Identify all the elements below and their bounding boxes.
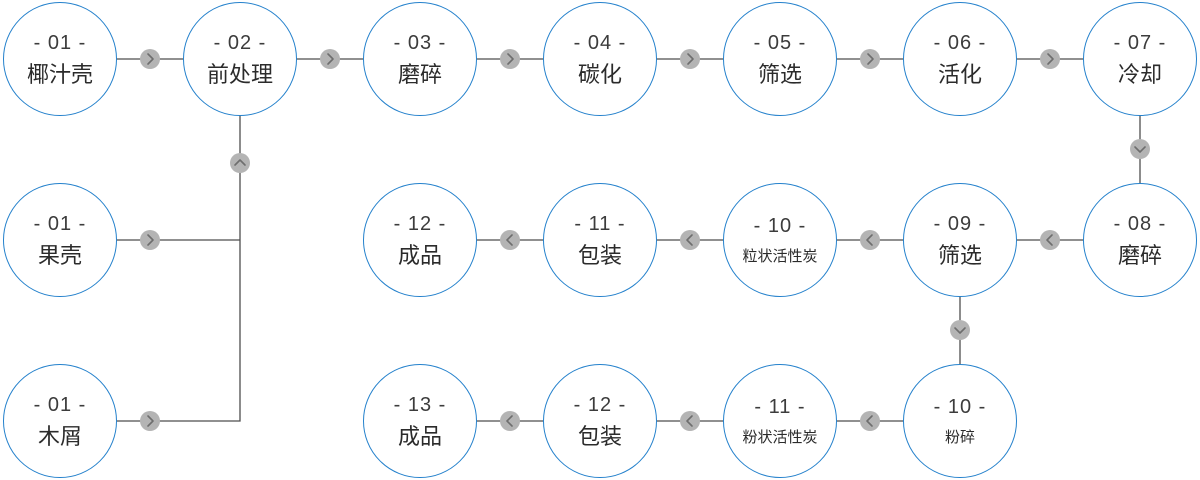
node-label: 活化 xyxy=(937,61,982,87)
node-label: 碳化 xyxy=(577,61,622,87)
node-label: 成品 xyxy=(397,423,442,449)
node-number: - 13 - xyxy=(393,393,447,416)
chevron-04-05-icon xyxy=(680,49,700,69)
node-label: 成品 xyxy=(397,242,442,268)
node-number: - 10 - xyxy=(933,396,987,418)
node-number: - 11 - xyxy=(574,212,626,235)
node-椰汁壳[interactable]: - 01 - 椰汁壳 xyxy=(3,2,117,116)
node-label: 磨碎 xyxy=(397,61,442,87)
node-number: - 11 - xyxy=(754,396,806,418)
chevron-03-04-icon xyxy=(500,49,520,69)
node-碳化[interactable]: - 04 - 碳化 xyxy=(543,2,657,116)
node-label: 包装 xyxy=(577,242,622,268)
chevron-10-11gran-icon xyxy=(680,230,700,250)
node-number: - 12 - xyxy=(573,393,627,416)
chevron-11-12gran-icon xyxy=(500,230,520,250)
node-label: 磨碎 xyxy=(1117,242,1162,268)
node-筛选[interactable]: - 05 - 筛选 xyxy=(723,2,837,116)
chevron-09-10pow-icon xyxy=(950,320,970,340)
node-筛选[interactable]: - 09 - 筛选 xyxy=(903,183,1017,297)
node-number: - 01 - xyxy=(33,31,87,54)
node-label: 粉状活性炭 xyxy=(742,429,818,446)
node-果壳[interactable]: - 01 - 果壳 xyxy=(3,183,117,297)
node-成品[interactable]: - 13 - 成品 xyxy=(363,364,477,478)
node-label: 筛选 xyxy=(937,242,982,268)
node-number: - 03 - xyxy=(393,31,447,54)
node-粉碎[interactable]: - 10 - 粉碎 xyxy=(903,364,1017,478)
node-label: 筛选 xyxy=(757,61,802,87)
node-label: 果壳 xyxy=(37,242,82,268)
node-number: - 04 - xyxy=(573,31,627,54)
chevron-10-11pow-icon xyxy=(860,411,880,431)
node-前处理[interactable]: - 02 - 前处理 xyxy=(183,2,297,116)
chevron-09-10gran-icon xyxy=(860,230,880,250)
node-label: 前处理 xyxy=(206,61,273,87)
chevron-05-06-icon xyxy=(860,49,880,69)
node-number: - 01 - xyxy=(33,212,87,235)
node-number: - 08 - xyxy=(1113,212,1167,235)
chevron-01-02-icon xyxy=(140,49,160,69)
node-木屑[interactable]: - 01 - 木屑 xyxy=(3,364,117,478)
node-number: - 05 - xyxy=(753,31,807,54)
node-包装[interactable]: - 11 - 包装 xyxy=(543,183,657,297)
chevron-12-13pow-icon xyxy=(500,411,520,431)
node-磨碎[interactable]: - 08 - 磨碎 xyxy=(1083,183,1197,297)
edge-sawdust-merge xyxy=(117,240,241,422)
chevron-sawdust-icon xyxy=(140,411,160,431)
chevron-02-03-icon xyxy=(320,49,340,69)
chevron-06-07-icon xyxy=(1040,49,1060,69)
node-磨碎[interactable]: - 03 - 磨碎 xyxy=(363,2,477,116)
node-label: 粉碎 xyxy=(944,429,975,446)
node-label: 木屑 xyxy=(37,423,82,449)
node-number: - 01 - xyxy=(33,393,87,416)
node-number: - 10 - xyxy=(753,215,807,237)
node-number: - 02 - xyxy=(213,31,267,54)
chevron-shell-merge-icon xyxy=(140,230,160,250)
chevron-11-12pow-icon xyxy=(680,411,700,431)
node-包装[interactable]: - 12 - 包装 xyxy=(543,364,657,478)
node-number: - 09 - xyxy=(933,212,987,235)
chevron-08-09-icon xyxy=(1040,230,1060,250)
node-冷却[interactable]: - 07 - 冷却 xyxy=(1083,2,1197,116)
node-number: - 12 - xyxy=(393,212,447,235)
node-粉状活性炭[interactable]: - 11 - 粉状活性炭 xyxy=(723,364,837,478)
node-number: - 06 - xyxy=(933,31,987,54)
chevron-07-08-icon xyxy=(1130,139,1150,159)
node-label: 冷却 xyxy=(1117,61,1162,87)
node-活化[interactable]: - 06 - 活化 xyxy=(903,2,1017,116)
node-成品[interactable]: - 12 - 成品 xyxy=(363,183,477,297)
chevron-merge-up-icon xyxy=(230,153,250,173)
node-粒状活性炭[interactable]: - 10 - 粒状活性炭 xyxy=(723,183,837,297)
node-label: 椰汁壳 xyxy=(26,61,93,87)
node-label: 包装 xyxy=(577,423,622,449)
node-number: - 07 - xyxy=(1113,31,1167,54)
node-label: 粒状活性炭 xyxy=(742,248,818,265)
